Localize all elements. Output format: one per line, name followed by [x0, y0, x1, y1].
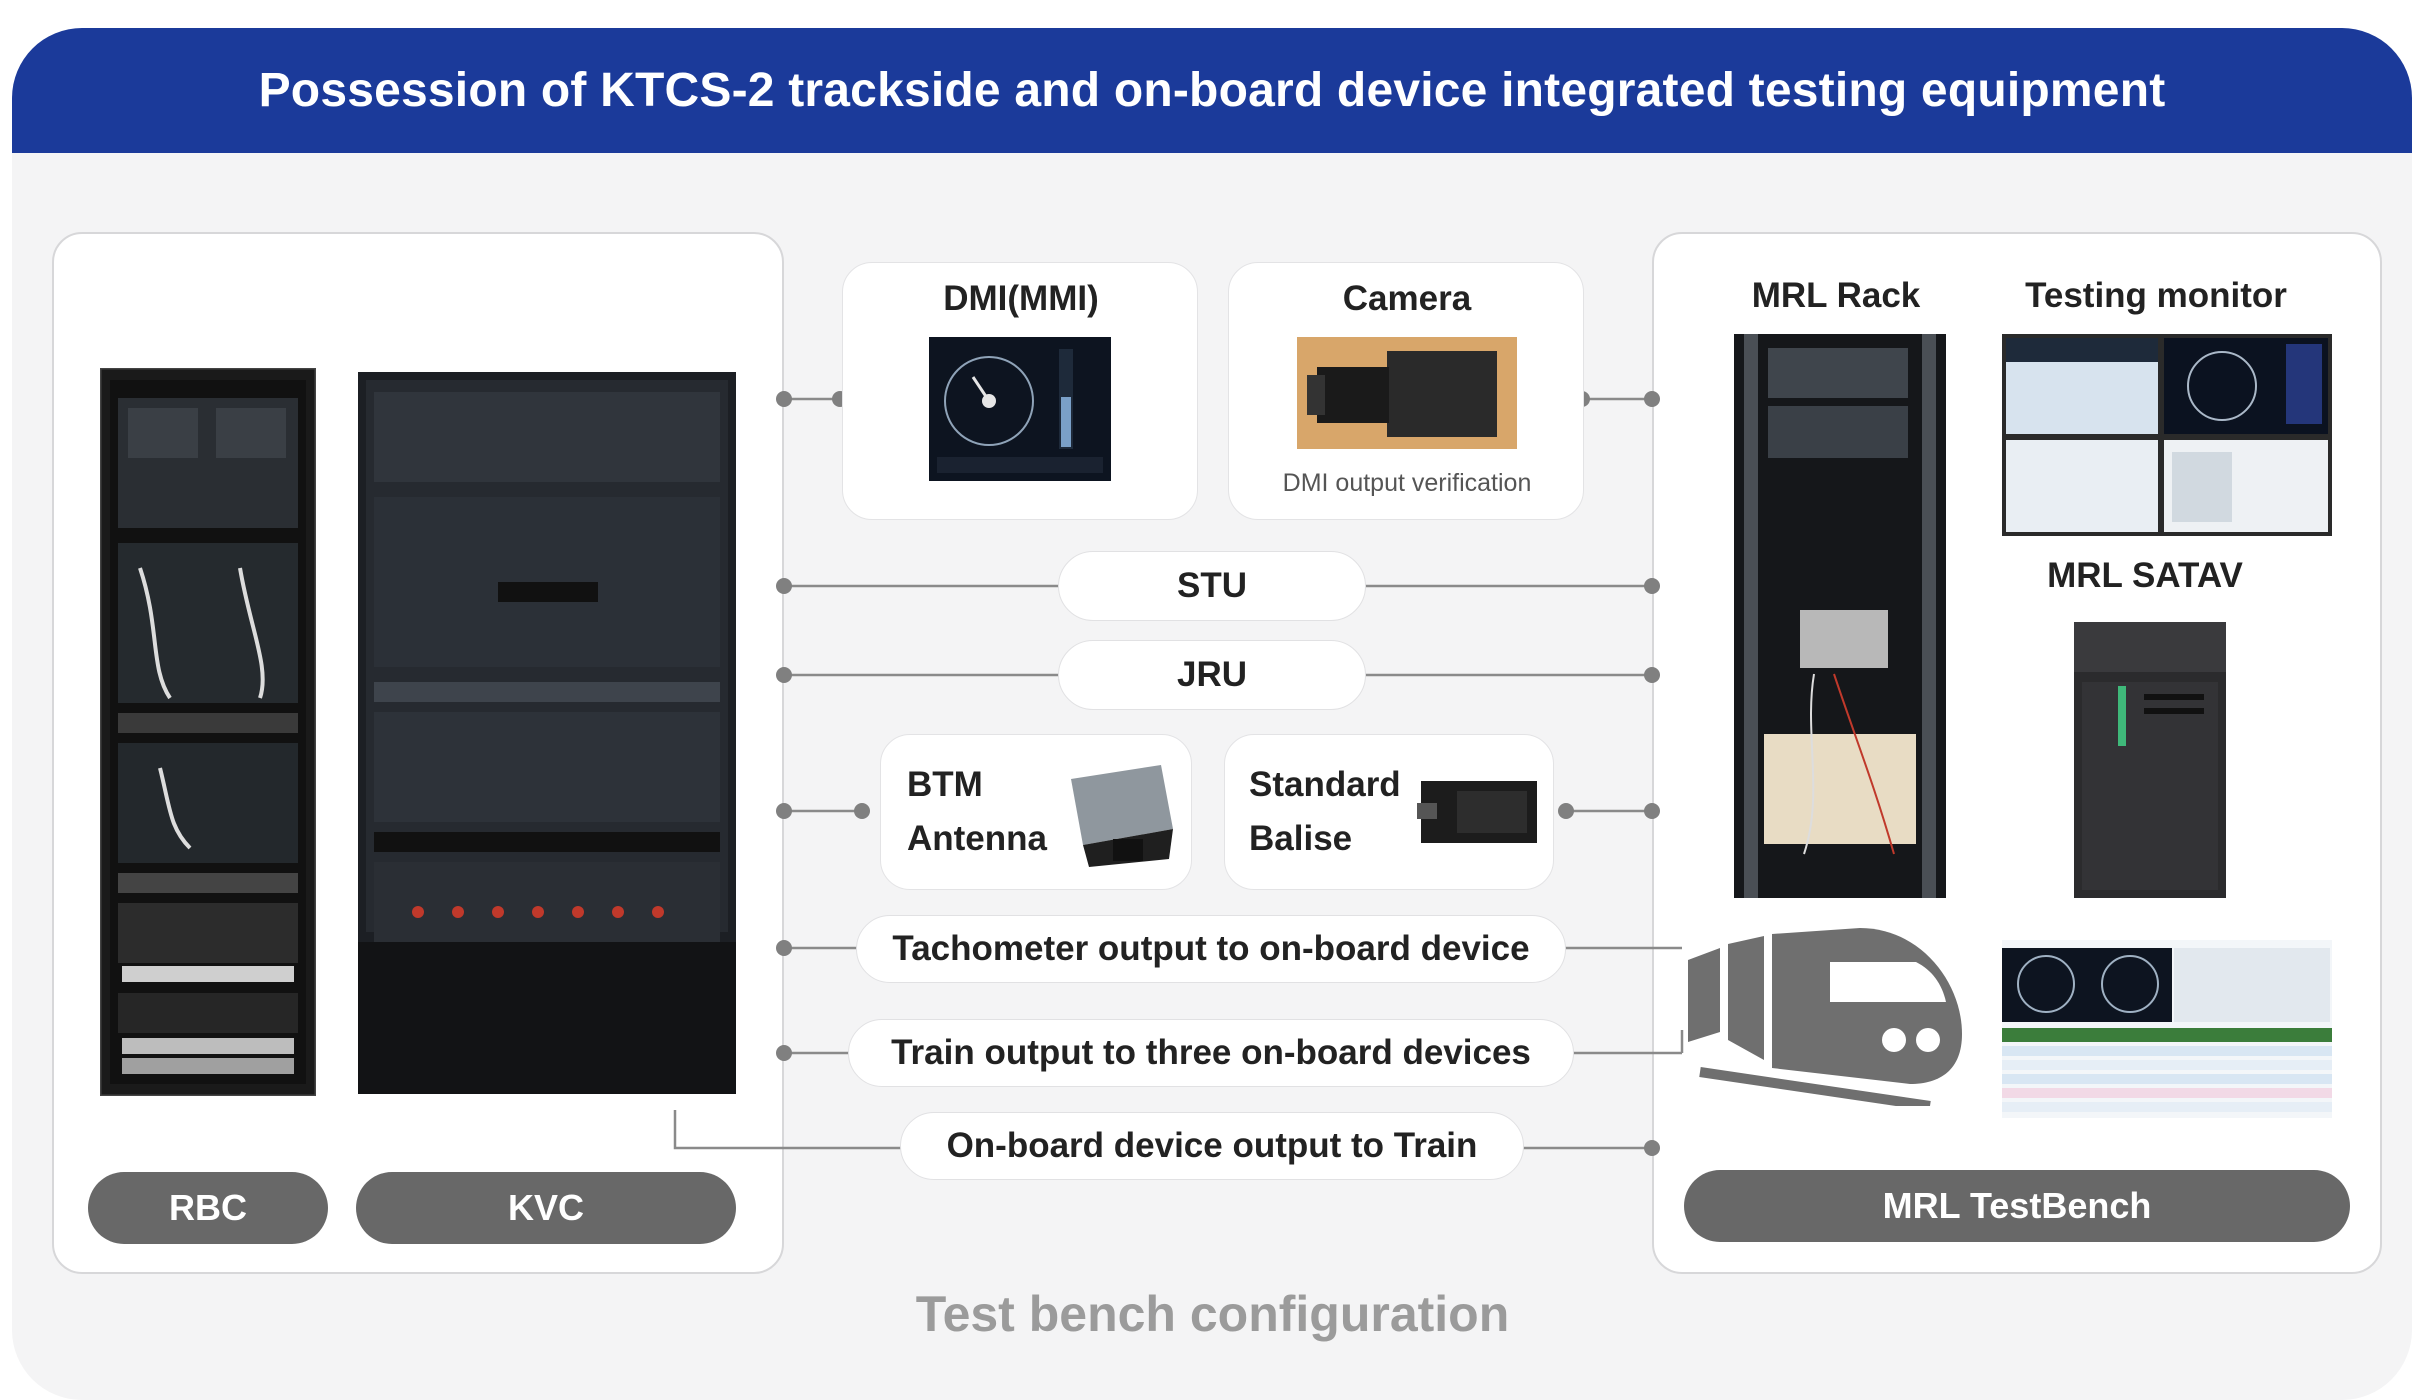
btm-label-line1: BTM [907, 765, 983, 804]
title-banner: Possession of KTCS-2 trackside and on-bo… [12, 28, 2412, 153]
mrl-rack-image [1734, 334, 1946, 898]
jru-pill[interactable]: JRU [1058, 640, 1366, 710]
testing-monitor-title: Testing monitor [2025, 276, 2287, 315]
btm-antenna-card: BTM Antenna [880, 734, 1192, 890]
balise-label-line2: Balise [1249, 819, 1353, 858]
tachometer-output-pill[interactable]: Tachometer output to on-board device [856, 915, 1566, 983]
rbc-button[interactable]: RBC [88, 1172, 328, 1244]
btm-label-line2: Antenna [907, 819, 1047, 858]
testing-monitor-image [2002, 334, 2332, 536]
stu-pill[interactable]: STU [1058, 551, 1366, 621]
mrl-satav-title: MRL SATAV [2047, 556, 2243, 595]
camera-caption: DMI output verification [1282, 469, 1532, 497]
dmi-title: DMI(MMI) [943, 279, 1099, 318]
camera-title: Camera [1342, 279, 1472, 318]
onboard-output-pill[interactable]: On-board device output to Train [900, 1112, 1524, 1180]
mrl-testbench-button[interactable]: MRL TestBench [1684, 1170, 2350, 1242]
kvc-button[interactable]: KVC [356, 1172, 736, 1244]
dmi-screen-image [929, 337, 1111, 481]
camera-image [1297, 337, 1517, 449]
mrl-rack-title: MRL Rack [1751, 276, 1921, 315]
rbc-cabinet-image [100, 368, 316, 1096]
page-title: Possession of KTCS-2 trackside and on-bo… [258, 64, 2166, 117]
train-output-pill[interactable]: Train output to three on-board devices [848, 1019, 1574, 1087]
standard-balise-card: Standard Balise [1224, 734, 1554, 890]
dmi-card: DMI(MMI) [842, 262, 1198, 520]
diagram-caption: Test bench configuration [915, 1286, 1510, 1342]
balise-image [1417, 781, 1537, 843]
train-icon [1688, 928, 1962, 1106]
btm-antenna-image [1071, 765, 1173, 867]
mrl-satav-image [2074, 622, 2226, 898]
testbench-software-image [2002, 940, 2332, 1118]
balise-label-line1: Standard [1249, 765, 1401, 804]
camera-card: Camera DMI output verification [1228, 262, 1584, 520]
kvc-cabinet-image [358, 372, 736, 1094]
